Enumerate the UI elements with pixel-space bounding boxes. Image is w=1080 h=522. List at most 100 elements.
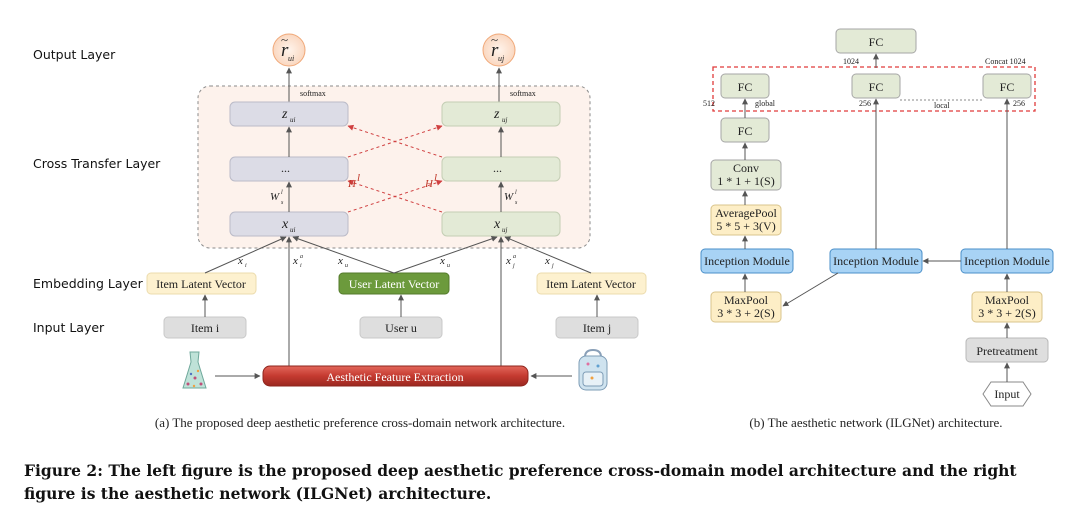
svg-text:l: l — [357, 172, 360, 184]
svg-text:ui: ui — [290, 116, 296, 124]
concat-region — [712, 66, 1036, 112]
local-label: local — [934, 101, 950, 110]
svg-text:s: s — [515, 200, 518, 206]
output-r-ui: r ui ~ — [272, 32, 306, 67]
cross-transfer-layer-label: Cross Transfer Layer — [33, 156, 161, 171]
svg-text:User u: User u — [385, 321, 417, 335]
output-r-uj: r uj ~ — [482, 32, 516, 67]
svg-text:l: l — [434, 172, 437, 184]
aesthetic-feature-extraction-bar — [262, 365, 529, 387]
item-latent-vector-right — [536, 272, 647, 295]
svg-text:i: i — [245, 263, 247, 269]
input-layer-label: Input Layer — [33, 320, 105, 335]
svg-text:FC: FC — [869, 80, 884, 94]
input-hexagon — [982, 381, 1032, 407]
svg-text:z: z — [493, 107, 500, 122]
svg-text:...: ... — [281, 161, 290, 175]
svg-text:uj: uj — [498, 54, 505, 63]
svg-text:Conv: Conv — [733, 161, 759, 175]
svg-text:l: l — [281, 190, 283, 196]
averagepool-box — [710, 204, 782, 236]
svg-text:x: x — [281, 217, 289, 232]
h-left-label: H — [347, 178, 357, 190]
xja-label: x — [505, 255, 511, 267]
svg-text:AveragePool: AveragePool — [715, 206, 777, 220]
svg-text:s: s — [281, 200, 284, 206]
w-left-label: W — [270, 191, 280, 203]
softmax-right-label: softmax — [510, 89, 536, 98]
fc-256-label-b: 256 — [1013, 99, 1025, 108]
embedding-layer-label: Embedding Layer — [33, 276, 144, 291]
svg-text:a: a — [513, 254, 516, 260]
xia-label: x — [292, 255, 298, 267]
item-latent-vector-left — [146, 272, 257, 295]
svg-text:Inception Module: Inception Module — [964, 254, 1050, 268]
w-right-label: W — [504, 191, 514, 203]
svg-text:x: x — [493, 217, 501, 232]
svg-text:u: u — [447, 263, 450, 269]
svg-text:Inception Module: Inception Module — [704, 254, 790, 268]
svg-text:FC: FC — [869, 35, 884, 49]
output-layer-label: Output Layer — [33, 47, 116, 62]
svg-text:Pretreatment: Pretreatment — [976, 344, 1038, 358]
svg-text:r: r — [491, 40, 499, 61]
backpack-icon — [578, 348, 608, 391]
svg-text:Item Latent Vector: Item Latent Vector — [156, 277, 246, 291]
xu-left-label: x — [337, 255, 343, 267]
svg-text:5 * 5 + 3(V): 5 * 5 + 3(V) — [716, 219, 775, 233]
z-uj-box — [441, 101, 561, 127]
svg-text:3 * 3 + 2(S): 3 * 3 + 2(S) — [978, 306, 1035, 320]
softmax-left-label: softmax — [300, 89, 326, 98]
x-ui-box — [229, 211, 349, 237]
svg-text:Inception Module: Inception Module — [833, 254, 919, 268]
svg-text:ui: ui — [288, 54, 294, 63]
svg-text:uj: uj — [502, 116, 508, 124]
conv-box — [710, 159, 782, 191]
embedding-edges — [204, 235, 592, 366]
xu-right-label: x — [439, 255, 445, 267]
svg-text:z: z — [281, 107, 288, 122]
svg-text:j: j — [512, 263, 515, 269]
global-label: global — [755, 99, 776, 108]
caption-a: (a) The proposed deep aesthetic preferen… — [155, 415, 565, 430]
xi-label: x — [237, 255, 243, 267]
xj-label: x — [544, 255, 550, 267]
fc-global-box — [720, 73, 770, 99]
fc-local1-box — [851, 73, 901, 99]
fc-512-label: 512 — [703, 99, 715, 108]
z-ui-box — [229, 101, 349, 127]
svg-text:Input: Input — [994, 387, 1020, 401]
svg-text:MaxPool: MaxPool — [724, 293, 769, 307]
svg-text:Item Latent Vector: Item Latent Vector — [546, 277, 636, 291]
svg-text:FC: FC — [738, 124, 753, 138]
svg-text:Item i: Item i — [191, 321, 220, 335]
svg-text:1 * 1 + 1(S): 1 * 1 + 1(S) — [717, 174, 774, 188]
x-uj-box — [441, 211, 561, 237]
svg-text:FC: FC — [1000, 80, 1015, 94]
svg-text:j: j — [551, 263, 554, 269]
h-right-label: H — [424, 178, 434, 190]
dress-icon — [182, 351, 207, 389]
svg-text:r: r — [281, 40, 289, 61]
svg-text:Aesthetic Feature Extraction: Aesthetic Feature Extraction — [326, 370, 463, 384]
svg-text:ui: ui — [290, 226, 296, 234]
svg-text:u: u — [345, 263, 348, 269]
caption-b: (b) The aesthetic network (ILGNet) archi… — [749, 415, 1002, 430]
fc-1024-label: 1024 — [843, 57, 859, 66]
fc-256-label-a: 256 — [859, 99, 871, 108]
svg-text:FC: FC — [738, 80, 753, 94]
svg-text:3 * 3 + 2(S): 3 * 3 + 2(S) — [717, 306, 774, 320]
figure-caption: Figure 2: The left figure is the propose… — [24, 461, 1017, 503]
svg-text:~: ~ — [281, 32, 288, 47]
cross-connections — [347, 124, 443, 213]
inception-module-1 — [700, 248, 794, 274]
svg-text:User Latent Vector: User Latent Vector — [349, 277, 439, 291]
concat-label: Concat 1024 — [985, 57, 1026, 66]
fc-top-box — [835, 28, 917, 54]
svg-text:...: ... — [493, 161, 502, 175]
svg-text:i: i — [300, 263, 302, 269]
maxpool-box-1 — [710, 291, 782, 323]
svg-text:uj: uj — [502, 226, 508, 234]
svg-text:Item j: Item j — [583, 321, 611, 335]
